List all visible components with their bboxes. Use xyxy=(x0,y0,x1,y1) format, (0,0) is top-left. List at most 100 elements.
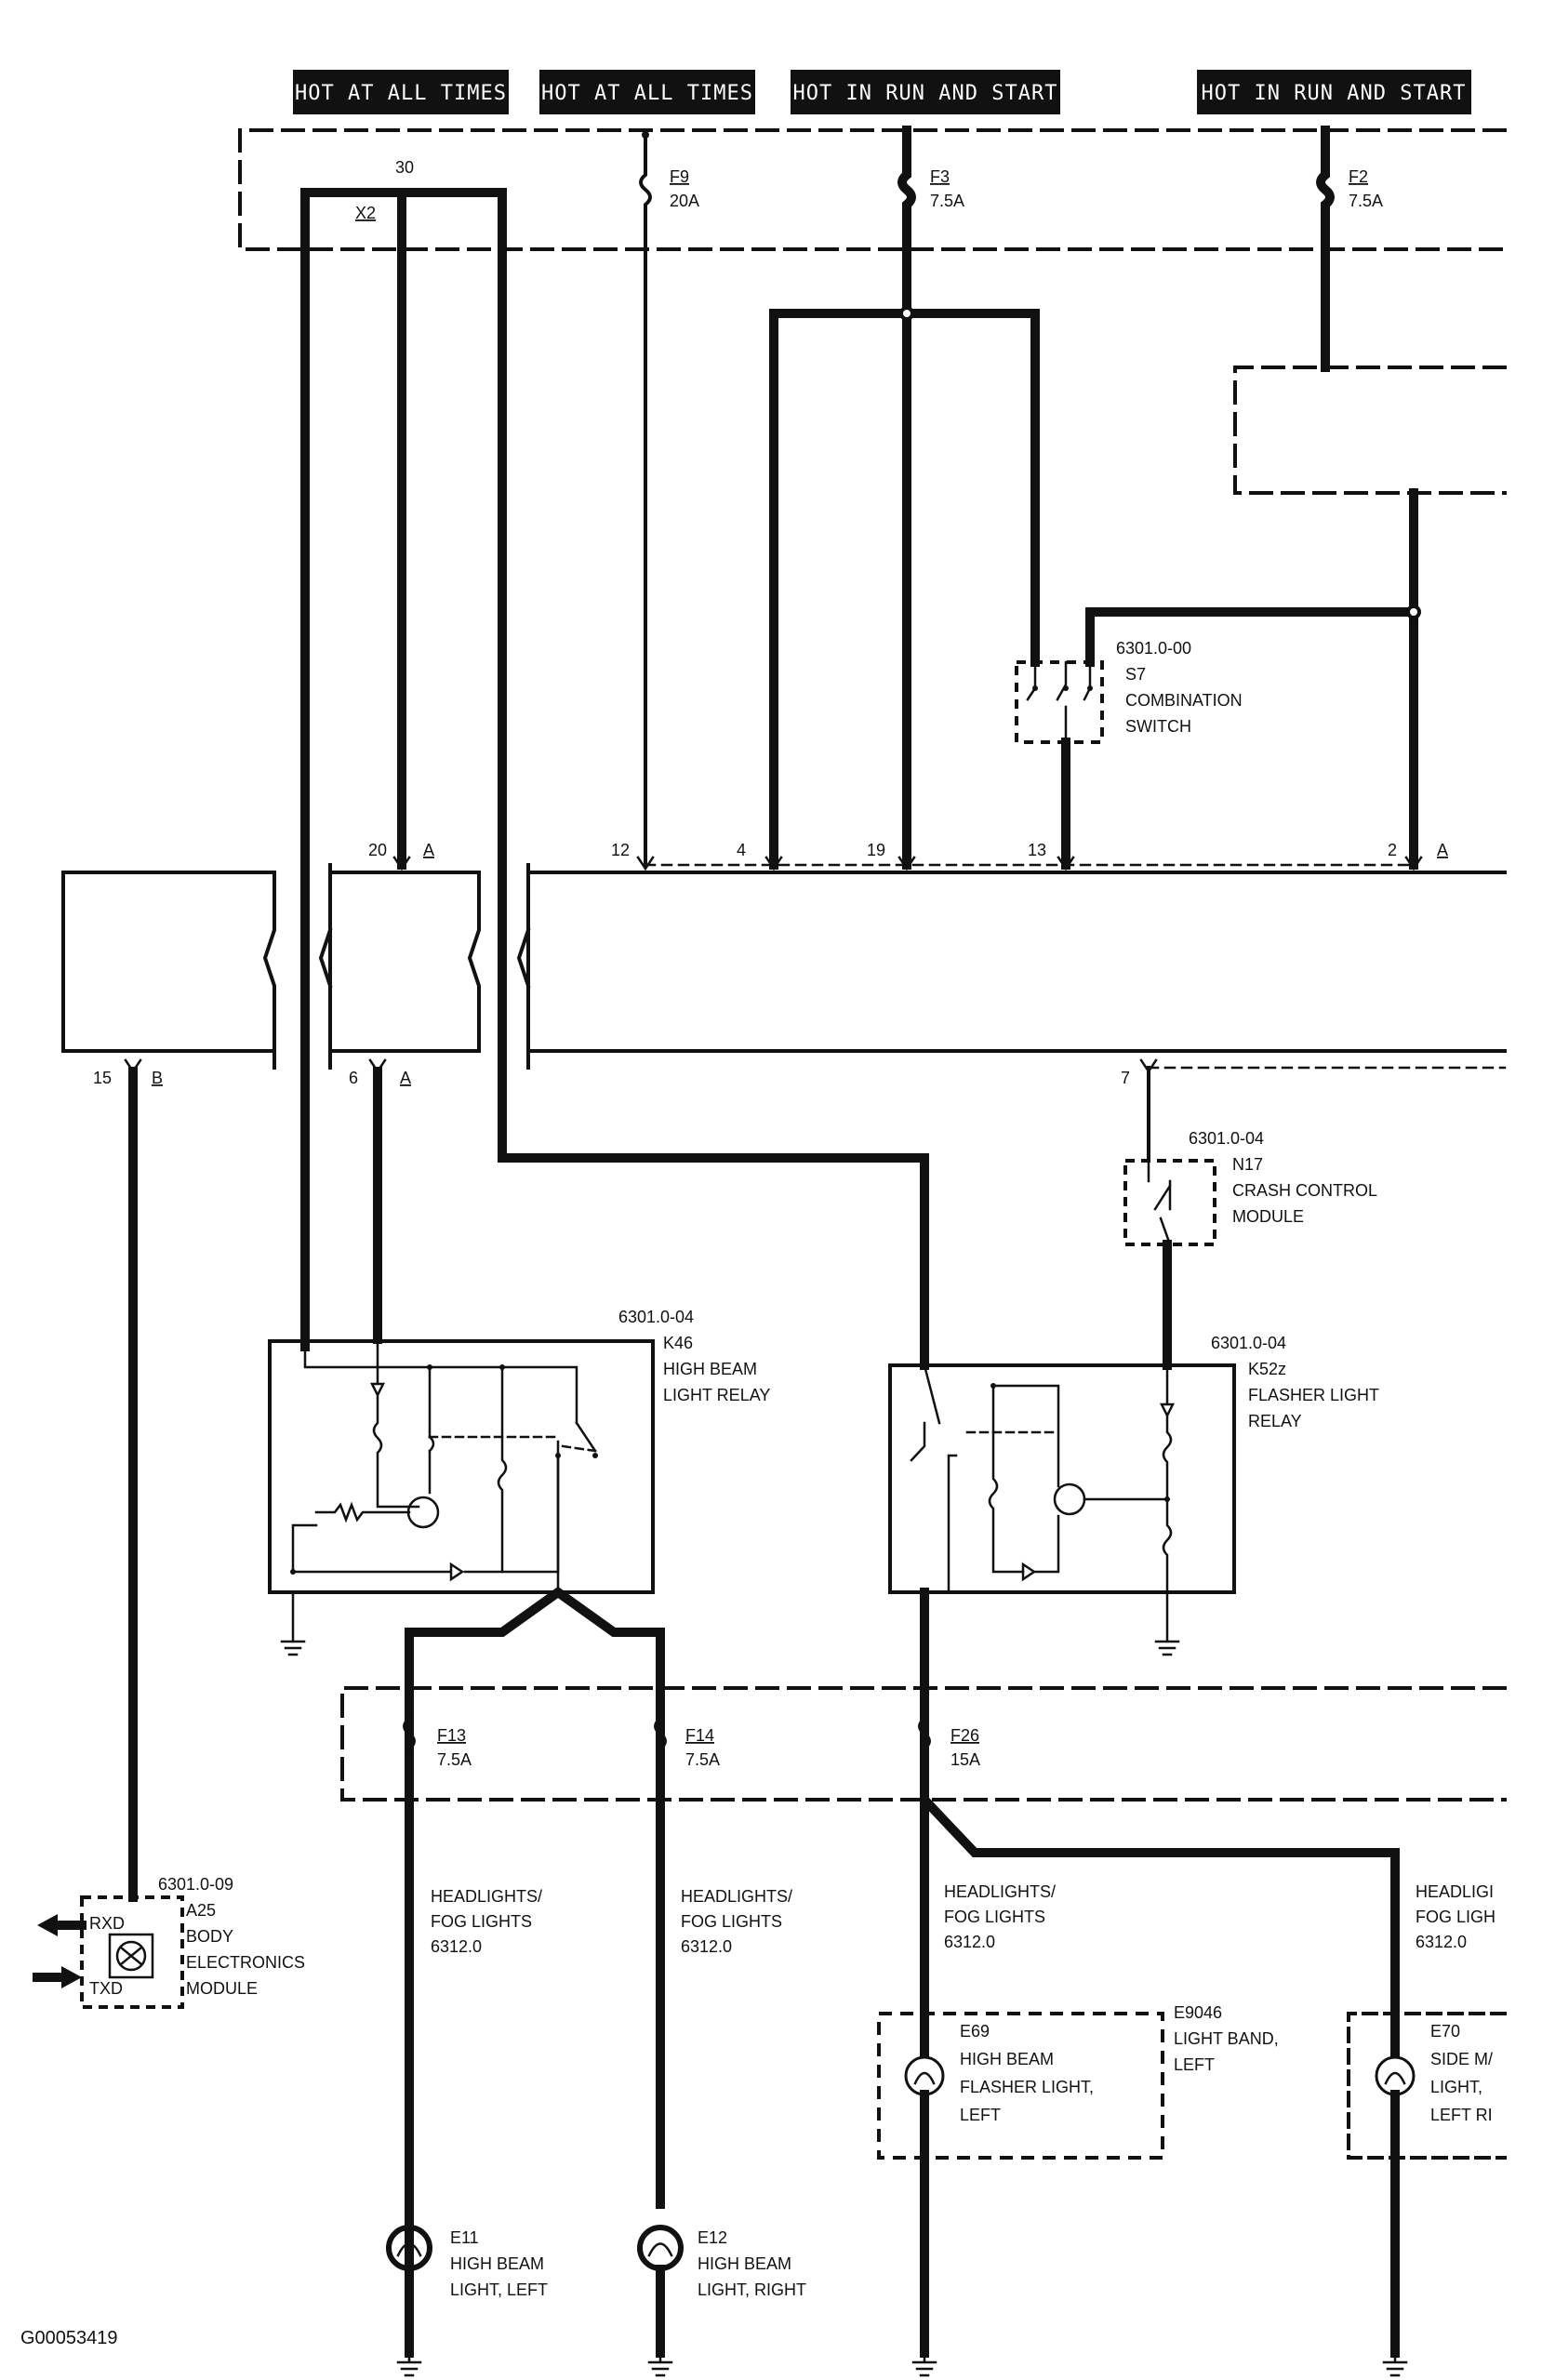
n17-code: 6301.0-04 xyxy=(1189,1129,1264,1148)
ref-labels: HEADLIGHTS/ FOG LIGHTS 6312.0 HEADLIGHTS… xyxy=(431,1882,1495,1956)
svg-text:6312.0: 6312.0 xyxy=(431,1937,482,1956)
a25-name1: BODY xyxy=(186,1927,233,1946)
a25-code: 6301.0-09 xyxy=(158,1875,233,1894)
k52z-ground-icon xyxy=(1154,1590,1180,1656)
s7-name2: SWITCH xyxy=(1125,717,1191,736)
k46-high-beam-relay xyxy=(268,1337,655,1594)
fuse-f13-rating: 7.5A xyxy=(437,1750,472,1769)
wire-k46-outputs xyxy=(405,1586,665,2209)
wire-f3 xyxy=(897,126,916,870)
a25-id: A25 xyxy=(186,1901,216,1920)
e11-l1: HIGH BEAM xyxy=(450,2254,544,2273)
n17-name2: MODULE xyxy=(1232,1207,1304,1226)
pin-15-conn: B xyxy=(152,1069,163,1087)
k46-id: K46 xyxy=(663,1334,693,1352)
k52z-id: K52z xyxy=(1248,1360,1286,1378)
pin-4: 4 xyxy=(737,841,746,859)
s7-id: S7 xyxy=(1125,665,1146,684)
e69-lamp-icon xyxy=(904,2055,945,2377)
wire-module-to-s7 xyxy=(1085,607,1418,667)
e12-id: E12 xyxy=(698,2228,727,2247)
e9046-id: E9046 xyxy=(1174,2003,1222,2022)
s7-combination-switch xyxy=(1015,660,1104,744)
svg-text:FOG LIGHTS: FOG LIGHTS xyxy=(431,1912,532,1931)
header-hot-at-all-times-1: HOT AT ALL TIMES xyxy=(295,82,507,105)
n17-name1: CRASH CONTROL xyxy=(1232,1181,1377,1200)
pin-6-conn: A xyxy=(400,1069,411,1087)
fuse-f3-id: F3 xyxy=(930,167,950,186)
connector-x2-label: X2 xyxy=(355,204,376,222)
e11-lamp-icon xyxy=(386,2200,432,2377)
pin-2: 2 xyxy=(1388,841,1397,859)
e69-l1: HIGH BEAM xyxy=(960,2050,1054,2068)
fuse-f14-rating: 7.5A xyxy=(685,1750,720,1769)
power-headers: HOT AT ALL TIMES HOT AT ALL TIMES HOT IN… xyxy=(293,70,1471,114)
e11-l2: LIGHT, LEFT xyxy=(450,2280,548,2299)
pin-13: 13 xyxy=(1028,841,1046,859)
fuse-f13-id: F13 xyxy=(437,1726,466,1745)
fuse-box-top xyxy=(238,128,1507,251)
n17-crash-control-module xyxy=(1123,1159,1216,1246)
wire-x2-loop xyxy=(300,188,929,1370)
header-hot-in-run-start-1: HOT IN RUN AND START xyxy=(793,82,1058,105)
wire-f9 xyxy=(639,128,652,867)
e69-id: E69 xyxy=(960,2022,990,2041)
e70-lamp-icon xyxy=(1375,2055,1416,2377)
svg-text:FOG LIGHTS: FOG LIGHTS xyxy=(681,1912,782,1931)
pin-12: 12 xyxy=(611,841,630,859)
e70-id: E70 xyxy=(1430,2022,1460,2041)
wire-f3-branch-pin4 xyxy=(769,309,911,870)
fuse-f26-rating: 15A xyxy=(950,1750,980,1769)
fuse-f3-rating: 7.5A xyxy=(930,192,964,210)
a25-rxd: RXD xyxy=(89,1914,125,1933)
e12-l2: LIGHT, RIGHT xyxy=(698,2280,806,2299)
wire-f2 xyxy=(1316,126,1335,372)
dashed-module-right xyxy=(1233,366,1507,495)
pin-20: 20 xyxy=(368,841,387,859)
e69-l2: FLASHER LIGHT, xyxy=(960,2078,1094,2096)
figure-id: G00053419 xyxy=(20,2328,118,2348)
fuse-box-bottom xyxy=(340,1686,1507,1802)
s7-code: 6301.0-00 xyxy=(1116,639,1191,658)
pin-19: 19 xyxy=(867,841,885,859)
svg-text:HEADLIGHTS/: HEADLIGHTS/ xyxy=(944,1882,1056,1901)
e12-lamp-icon xyxy=(637,2225,684,2377)
svg-text:HEADLIGI: HEADLIGI xyxy=(1416,1882,1494,1901)
lower-pins: 15 B 6 A 7 xyxy=(93,1058,1158,1087)
k52z-name1: FLASHER LIGHT xyxy=(1248,1386,1379,1404)
pin-2-conn: A xyxy=(1437,841,1448,859)
pin-15: 15 xyxy=(93,1069,112,1087)
pin-20-conn: A xyxy=(423,841,434,859)
header-hot-at-all-times-2: HOT AT ALL TIMES xyxy=(541,82,753,105)
upper-pins: 20 A 12 4 19 13 2 A xyxy=(368,841,1448,871)
a25-body-electronics-module xyxy=(80,1895,184,2009)
k46-name2: LIGHT RELAY xyxy=(663,1386,770,1404)
fuse-f9-rating: 20A xyxy=(670,192,699,210)
e11-id: E11 xyxy=(450,2228,479,2247)
a25-name3: MODULE xyxy=(186,1979,258,1998)
svg-text:6312.0: 6312.0 xyxy=(944,1933,995,1951)
k52z-name2: RELAY xyxy=(1248,1412,1302,1430)
e70-l1: SIDE M/ xyxy=(1430,2050,1493,2068)
e69-l3: LEFT xyxy=(960,2106,1001,2124)
fuse-f2-id: F2 xyxy=(1349,167,1368,186)
n17-id: N17 xyxy=(1232,1155,1263,1174)
a25-name2: ELECTRONICS xyxy=(186,1953,305,1972)
fuse-f14-id: F14 xyxy=(685,1726,714,1745)
fuse-f26-id: F26 xyxy=(950,1726,979,1745)
k46-code: 6301.0-04 xyxy=(618,1308,694,1326)
a25-chip-icon xyxy=(108,1933,154,1979)
k46-ground-icon xyxy=(280,1590,306,1656)
svg-text:6312.0: 6312.0 xyxy=(681,1937,732,1956)
e70-dashed-box xyxy=(1347,2012,1507,2160)
svg-text:6312.0: 6312.0 xyxy=(1416,1933,1467,1951)
a25-txd: TXD xyxy=(89,1979,123,1998)
e70-l3: LEFT RI xyxy=(1430,2106,1493,2124)
k52z-flasher-relay xyxy=(888,1363,1236,1594)
fuse-f9-id: F9 xyxy=(670,167,689,186)
fuse-f2-rating: 7.5A xyxy=(1349,192,1383,210)
wire-f26-branch xyxy=(917,1792,1400,2209)
pin-7: 7 xyxy=(1121,1069,1130,1087)
e12-l1: HIGH BEAM xyxy=(698,2254,791,2273)
